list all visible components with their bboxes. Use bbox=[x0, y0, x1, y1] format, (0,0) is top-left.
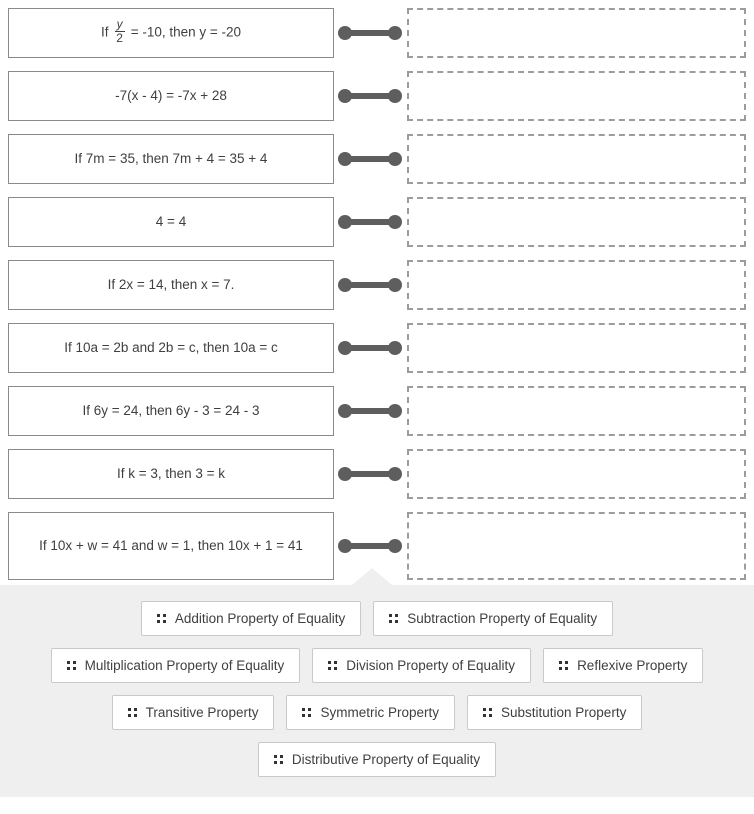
dumbbell-connector-icon bbox=[338, 215, 402, 229]
drop-zone-4[interactable] bbox=[407, 197, 746, 247]
match-row: If 7m = 35, then 7m + 4 = 35 + 4 bbox=[8, 134, 746, 184]
connector-7 bbox=[334, 386, 406, 436]
match-row: -7(x - 4) = -7x + 28 bbox=[8, 71, 746, 121]
prompt-text-9: If 10x + w = 41 and w = 1, then 10x + 1 … bbox=[39, 538, 303, 554]
prompt-text-1-after: = -10, then y = -20 bbox=[126, 24, 242, 40]
fraction-denominator: 2 bbox=[116, 30, 123, 45]
drag-handle-icon bbox=[559, 661, 569, 670]
answer-bank: Addition Property of Equality Subtractio… bbox=[0, 568, 754, 797]
drop-zone-8[interactable] bbox=[407, 449, 746, 499]
prompt-box-6: If 10a = 2b and 2b = c, then 10a = c bbox=[8, 323, 334, 373]
drop-zone-9[interactable] bbox=[407, 512, 746, 580]
prompt-text-5: If 2x = 14, then x = 7. bbox=[107, 277, 235, 293]
prompt-text-1-before: If bbox=[100, 24, 113, 40]
answer-chip-label: Subtraction Property of Equality bbox=[407, 611, 598, 626]
match-row: If 10x + w = 41 and w = 1, then 10x + 1 … bbox=[8, 512, 746, 580]
connector-5 bbox=[334, 260, 406, 310]
answer-bank-row: Multiplication Property of Equality Divi… bbox=[8, 648, 746, 683]
drag-handle-icon bbox=[389, 614, 399, 623]
drag-handle-icon bbox=[302, 708, 312, 717]
drag-handle-icon bbox=[66, 661, 76, 670]
answer-chip-label: Multiplication Property of Equality bbox=[84, 658, 285, 673]
drop-zone-7[interactable] bbox=[407, 386, 746, 436]
answer-chip-label: Symmetric Property bbox=[320, 705, 439, 720]
connector-6 bbox=[334, 323, 406, 373]
prompt-text-8: If k = 3, then 3 = k bbox=[116, 466, 226, 482]
dumbbell-connector-icon bbox=[338, 278, 402, 292]
connector-3 bbox=[334, 134, 406, 184]
prompt-box-2: -7(x - 4) = -7x + 28 bbox=[8, 71, 334, 121]
answer-chip-subtraction-property-of-equality[interactable]: Subtraction Property of Equality bbox=[373, 601, 614, 636]
prompt-text-7: If 6y = 24, then 6y - 3 = 24 - 3 bbox=[82, 403, 260, 419]
connector-2 bbox=[334, 71, 406, 121]
drag-handle-icon bbox=[483, 708, 492, 717]
match-row: If 2x = 14, then x = 7. bbox=[8, 260, 746, 310]
prompt-box-3: If 7m = 35, then 7m + 4 = 35 + 4 bbox=[8, 134, 334, 184]
drop-zone-2[interactable] bbox=[407, 71, 746, 121]
match-row: If k = 3, then 3 = k bbox=[8, 449, 746, 499]
answer-bank-row: Addition Property of Equality Subtractio… bbox=[8, 601, 746, 636]
answer-chip-multiplication-property-of-equality[interactable]: Multiplication Property of Equality bbox=[50, 648, 301, 683]
answer-bank-row: Distributive Property of Equality bbox=[8, 742, 746, 777]
drop-zone-3[interactable] bbox=[407, 134, 746, 184]
prompt-box-9: If 10x + w = 41 and w = 1, then 10x + 1 … bbox=[8, 512, 334, 580]
answer-chip-symmetric-property[interactable]: Symmetric Property bbox=[286, 695, 455, 730]
prompt-box-5: If 2x = 14, then x = 7. bbox=[8, 260, 334, 310]
answer-chip-label: Reflexive Property bbox=[577, 658, 688, 673]
match-row: If 10a = 2b and 2b = c, then 10a = c bbox=[8, 323, 746, 373]
prompt-text-4: 4 = 4 bbox=[155, 214, 187, 230]
prompt-box-4: 4 = 4 bbox=[8, 197, 334, 247]
answer-chip-label: Addition Property of Equality bbox=[174, 611, 346, 626]
fraction-numerator: y bbox=[114, 17, 125, 32]
dumbbell-connector-icon bbox=[338, 26, 402, 40]
answer-chip-reflexive-property[interactable]: Reflexive Property bbox=[543, 648, 704, 683]
prompt-text-2: -7(x - 4) = -7x + 28 bbox=[115, 88, 227, 104]
answer-chip-distributive-property-of-equality[interactable]: Distributive Property of Equality bbox=[257, 742, 497, 777]
answer-chip-addition-property-of-equality[interactable]: Addition Property of Equality bbox=[140, 601, 362, 636]
answer-bank-row: Transitive Property Symmetric Property bbox=[8, 695, 746, 730]
answer-chip-label: Division Property of Equality bbox=[346, 658, 516, 673]
dumbbell-connector-icon bbox=[338, 539, 402, 553]
connector-9 bbox=[334, 512, 406, 580]
drag-handle-icon bbox=[127, 708, 137, 717]
match-row: If 6y = 24, then 6y - 3 = 24 - 3 bbox=[8, 386, 746, 436]
drop-zone-1[interactable] bbox=[407, 8, 746, 58]
answer-chip-division-property-of-equality[interactable]: Division Property of Equality bbox=[312, 648, 532, 683]
connector-8 bbox=[334, 449, 406, 499]
match-row: 4 = 4 bbox=[8, 197, 746, 247]
drag-handle-icon bbox=[273, 755, 283, 764]
drop-zone-5[interactable] bbox=[407, 260, 746, 310]
dumbbell-connector-icon bbox=[338, 404, 402, 418]
answer-chip-label: Distributive Property of Equality bbox=[291, 752, 481, 767]
dumbbell-connector-icon bbox=[338, 89, 402, 103]
drag-handle-icon bbox=[156, 614, 166, 623]
dumbbell-connector-icon bbox=[338, 152, 402, 166]
dumbbell-connector-icon bbox=[338, 341, 402, 355]
answer-chip-label: Transitive Property bbox=[145, 705, 259, 720]
connector-4 bbox=[334, 197, 406, 247]
answer-chip-label: Substitution Property bbox=[501, 705, 627, 720]
drop-zone-6[interactable] bbox=[407, 323, 746, 373]
answer-chip-transitive-property[interactable]: Transitive Property bbox=[111, 695, 275, 730]
answer-bank-notch bbox=[352, 568, 392, 585]
prompt-box-7: If 6y = 24, then 6y - 3 = 24 - 3 bbox=[8, 386, 334, 436]
connector-1 bbox=[334, 8, 406, 58]
dumbbell-connector-icon bbox=[338, 467, 402, 481]
prompt-text-6: If 10a = 2b and 2b = c, then 10a = c bbox=[64, 340, 278, 356]
prompt-text-3: If 7m = 35, then 7m + 4 = 35 + 4 bbox=[74, 151, 268, 167]
answer-chip-substitution-property[interactable]: Substitution Property bbox=[467, 695, 643, 730]
drag-handle-icon bbox=[328, 661, 338, 670]
prompt-box-8: If k = 3, then 3 = k bbox=[8, 449, 334, 499]
